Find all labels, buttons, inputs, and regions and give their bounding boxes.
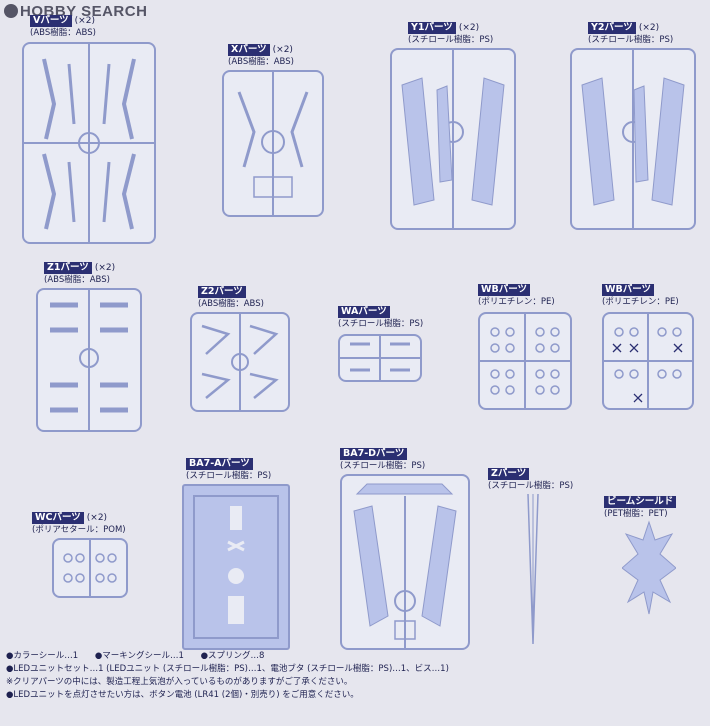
footer-line-1: ●カラーシール…1 ●マーキングシール…1 ●スプリング…8 — [6, 650, 706, 663]
tag-wb2: WBパーツ — [602, 284, 655, 296]
tag-x: Xパーツ — [228, 44, 270, 56]
mat-wa: (スチロール樹脂：PS) — [338, 319, 424, 329]
mat-v: (ABS樹脂：ABS) — [30, 28, 96, 38]
beam-shield-graphic — [621, 520, 677, 616]
mat-z2: (ABS樹脂：ABS) — [198, 299, 264, 309]
qty-v: (×2) — [74, 16, 95, 26]
beam-shield-drawing — [621, 520, 677, 615]
logo-mark-icon — [4, 4, 18, 18]
mat-wb2: (ポリエチレン：PE) — [602, 297, 679, 307]
mat-y2: (スチロール樹脂：PS) — [588, 35, 674, 45]
sprue-y1-drawing — [401, 50, 505, 228]
sprue-wb2-drawing — [604, 314, 692, 408]
label-wa: WAパーツ (スチロール樹脂：PS) — [338, 306, 423, 330]
sprue-z2-drawing — [201, 314, 279, 410]
sprue-z-drawing — [527, 493, 539, 645]
label-y2: Y2パーツ(×2) (スチロール樹脂：PS) — [588, 22, 673, 46]
sprue-wc-drawing — [63, 540, 117, 596]
qty-y1: (×2) — [458, 23, 480, 33]
tag-wa: WAパーツ — [338, 306, 390, 318]
footer-notes: ●カラーシール…1 ●マーキングシール…1 ●スプリング…8 ●LEDユニットセ… — [6, 650, 706, 702]
label-wb1: WBパーツ (ポリエチレン：PE) — [478, 284, 555, 308]
mat-z: (スチロール樹脂：PS) — [488, 481, 574, 491]
mat-wc: (ポリアセタール：POM) — [32, 525, 126, 535]
note-clear-parts: ※クリアパーツの中には、製造工程上気泡が入っているものがありますがご了承ください… — [6, 677, 353, 687]
label-z: Zパーツ (スチロール樹脂：PS) — [488, 468, 573, 492]
sprue-x — [222, 70, 324, 217]
label-v: Vパーツ(×2) (ABS樹脂：ABS) — [30, 15, 96, 39]
label-wc: WCパーツ(×2) (ポリアセタール：POM) — [32, 512, 126, 536]
sprue-z1-drawing — [50, 290, 128, 430]
sprue-v — [22, 42, 156, 244]
sprue-z — [526, 493, 540, 645]
sprue-ba7a-drawing — [193, 495, 279, 639]
sprue-x-drawing — [237, 72, 309, 215]
note-led-unit-set: ●LEDユニットセット…1 (LEDユニット (スチロール樹脂：PS)…1、電池… — [6, 664, 449, 674]
sprue-z1 — [36, 288, 142, 432]
sprue-v-drawing — [24, 44, 154, 242]
label-y1: Y1パーツ(×2) (スチロール樹脂：PS) — [408, 22, 493, 46]
note-button-battery: ●LEDユニットを点灯させたい方は、ボタン電池 (LR41 (2個)・別売り) … — [6, 690, 359, 700]
mat-ba7a: (スチロール樹脂：PS) — [186, 471, 272, 481]
tag-wb1: WBパーツ — [478, 284, 531, 296]
tag-beam: ビームシールド — [604, 496, 677, 508]
mat-z1: (ABS樹脂：ABS) — [44, 275, 110, 285]
sprue-y1 — [390, 48, 516, 230]
note-marking-seal: ●マーキングシール…1 — [94, 651, 184, 661]
tag-ba7d: BA7-Dパーツ — [340, 448, 408, 460]
sprue-wb2 — [602, 312, 694, 410]
label-z1: Z1パーツ(×2) (ABS樹脂：ABS) — [44, 262, 115, 286]
sprue-wb1 — [478, 312, 572, 410]
label-wb2: WBパーツ (ポリエチレン：PE) — [602, 284, 679, 308]
tag-ba7a: BA7-Aパーツ — [186, 458, 253, 470]
mat-ba7d: (スチロール樹脂：PS) — [340, 461, 426, 471]
note-spring: ●スプリング…8 — [200, 651, 265, 661]
sprue-y2 — [570, 48, 696, 230]
note-color-seal: ●カラーシール…1 — [6, 651, 79, 661]
sprue-ba7a — [182, 484, 290, 650]
sprue-wa-drawing — [340, 336, 420, 380]
tag-y2: Y2パーツ — [588, 22, 636, 34]
sprue-wc — [52, 538, 128, 598]
tag-z: Zパーツ — [488, 468, 530, 480]
sprue-wa — [338, 334, 422, 382]
qty-y2: (×2) — [638, 23, 660, 33]
sprue-y2-drawing — [581, 50, 685, 228]
tag-y1: Y1パーツ — [408, 22, 456, 34]
tag-z2: Z2パーツ — [198, 286, 246, 298]
qty-x: (×2) — [272, 45, 293, 55]
label-x: Xパーツ(×2) (ABS樹脂：ABS) — [228, 44, 294, 68]
tag-wc: WCパーツ — [32, 512, 84, 524]
mat-wb1: (ポリエチレン：PE) — [478, 297, 555, 307]
mat-x: (ABS樹脂：ABS) — [228, 57, 294, 67]
mat-beam: (PET樹脂：PET) — [604, 509, 668, 519]
tag-z1: Z1パーツ — [44, 262, 92, 274]
qty-wc: (×2) — [86, 513, 108, 523]
qty-z1: (×2) — [94, 263, 116, 273]
sprue-ba7d — [340, 474, 470, 650]
label-ba7d: BA7-Dパーツ (スチロール樹脂：PS) — [340, 448, 425, 472]
label-ba7a: BA7-Aパーツ (スチロール樹脂：PS) — [186, 458, 271, 482]
label-z2: Z2パーツ (ABS樹脂：ABS) — [198, 286, 264, 310]
label-beam: ビームシールド (PET樹脂：PET) — [604, 496, 677, 520]
tag-v: Vパーツ — [30, 15, 72, 27]
sprue-ba7d-drawing — [353, 483, 457, 648]
sprue-z2 — [190, 312, 290, 412]
mat-y1: (スチロール樹脂：PS) — [408, 35, 494, 45]
sprue-wb1-drawing — [480, 314, 570, 408]
